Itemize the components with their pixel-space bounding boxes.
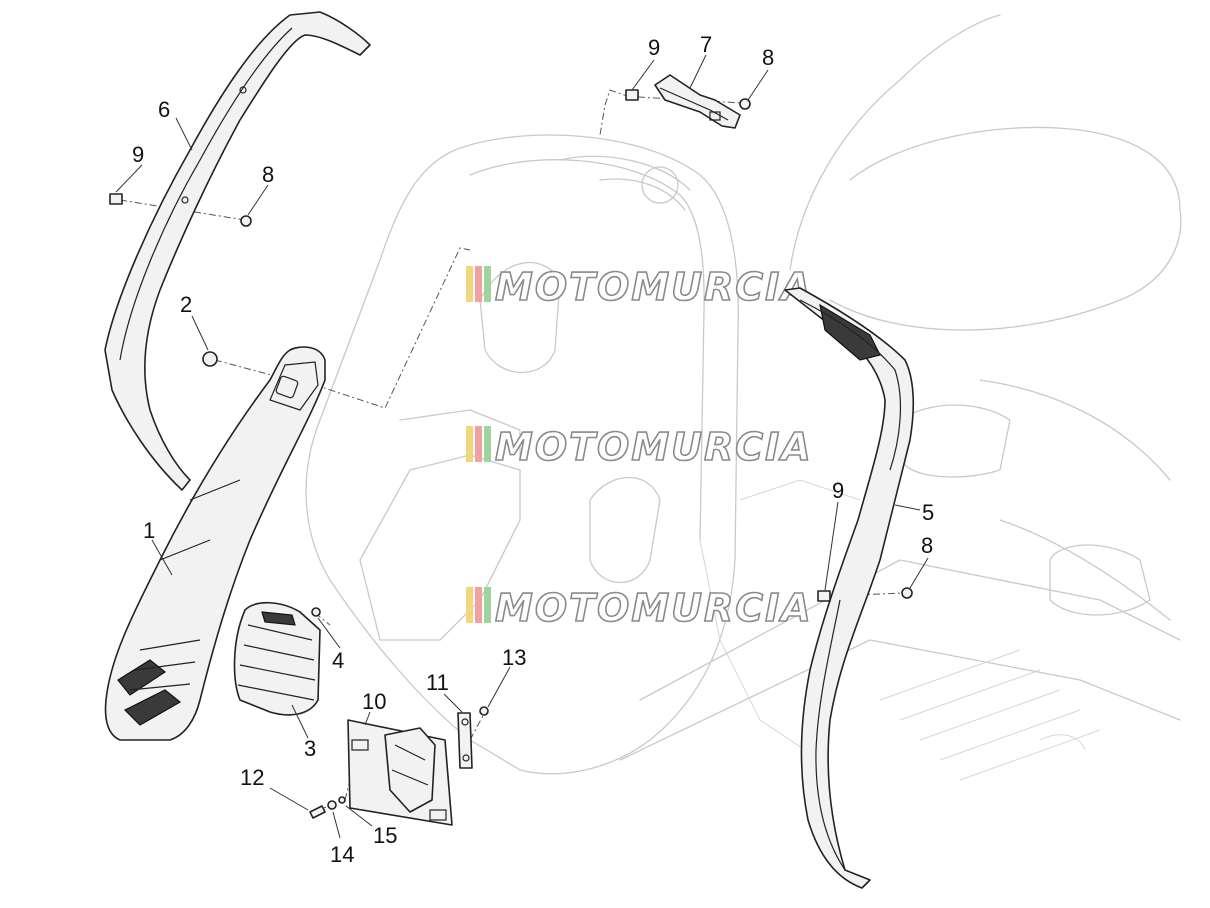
- callout-8-right: 8: [921, 533, 933, 558]
- callout-7: 7: [700, 32, 712, 57]
- callout-3: 3: [304, 736, 316, 761]
- screw-8-right: [901, 587, 913, 599]
- callout-11: 11: [426, 670, 449, 695]
- watermark-middle: MOTOMURCIA: [466, 424, 813, 470]
- nut-15: [338, 796, 346, 804]
- watermark-text: MOTOMURCIA: [495, 425, 813, 469]
- callout-9-top: 9: [648, 35, 660, 60]
- part-10-plate-holder: [347, 719, 453, 826]
- wm-stripe: [475, 266, 482, 302]
- callout-8-left: 8: [262, 162, 274, 187]
- watermark-text: MOTOMURCIA: [495, 586, 813, 630]
- clip-9-right: [817, 590, 831, 602]
- callout-9-right: 9: [832, 478, 844, 503]
- screw-8-left: [240, 215, 252, 227]
- screw-4: [311, 607, 321, 617]
- callout-8-top: 8: [762, 45, 774, 70]
- wm-stripe: [466, 587, 473, 623]
- callout-labels: 6 9 8 2 1 9 7 8 9 5 8 4 3 10 11 13 12 14…: [132, 32, 934, 867]
- callout-5: 5: [922, 500, 934, 525]
- callout-6: 6: [158, 97, 170, 122]
- screw-2: [202, 351, 218, 367]
- part-6-trim-strip: [104, 11, 371, 491]
- callout-2: 2: [180, 292, 192, 317]
- part-11-plate: [457, 712, 473, 769]
- screw-8-top: [739, 98, 751, 110]
- callout-12: 12: [240, 765, 264, 790]
- watermark-text: MOTOMURCIA: [495, 265, 813, 309]
- wm-stripe: [484, 426, 491, 462]
- part-7-bracket: [654, 74, 741, 129]
- callout-13: 13: [502, 645, 526, 670]
- screw-12: [309, 805, 326, 819]
- callout-14: 14: [330, 842, 354, 867]
- part-3-grill-insert: [233, 601, 321, 716]
- callout-9-left: 9: [132, 142, 144, 167]
- fasteners: [109, 89, 913, 819]
- nut-13: [479, 706, 489, 716]
- wm-stripe: [475, 426, 482, 462]
- callout-15: 15: [373, 823, 397, 848]
- wm-stripe: [475, 587, 482, 623]
- part-1-horn-cover: [104, 346, 326, 741]
- callout-1: 1: [143, 518, 155, 543]
- scooter-body-ghost: [305, 14, 1182, 781]
- watermark-bottom: MOTOMURCIA: [466, 585, 813, 631]
- part-5-trim-strip: [784, 287, 915, 889]
- wm-stripe: [466, 426, 473, 462]
- clip-9-left: [109, 193, 123, 205]
- callout-10: 10: [362, 689, 386, 714]
- watermark-top: MOTOMURCIA: [466, 264, 813, 310]
- wm-stripe: [484, 266, 491, 302]
- leader-lines: [115, 54, 929, 839]
- callout-4: 4: [332, 648, 344, 673]
- washer-14: [327, 800, 337, 810]
- clip-9-top: [625, 89, 639, 101]
- wm-stripe: [484, 587, 491, 623]
- wm-stripe: [466, 266, 473, 302]
